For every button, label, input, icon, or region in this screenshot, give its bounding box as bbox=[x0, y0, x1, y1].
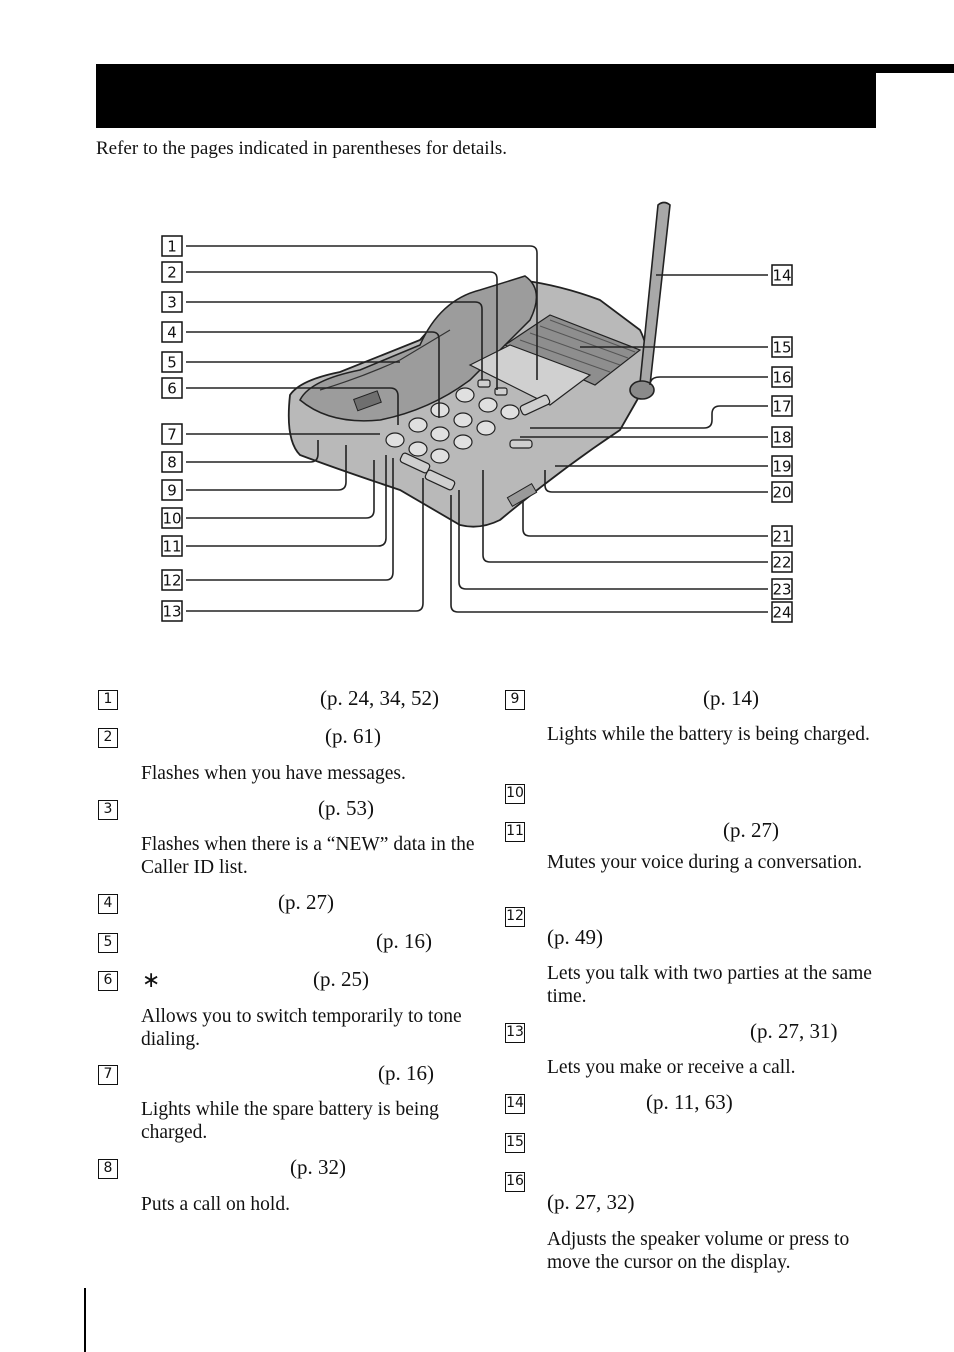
page-reference: (p. 49) bbox=[547, 925, 603, 949]
svg-text:3: 3 bbox=[167, 294, 177, 312]
page-reference: (p. 32) bbox=[290, 1155, 346, 1179]
item-number-13: 13 bbox=[505, 1023, 525, 1043]
callout-right-19: 19 bbox=[771, 455, 793, 477]
section-header-bar bbox=[96, 64, 876, 128]
callout-left-3: 3 bbox=[161, 291, 183, 313]
svg-text:14: 14 bbox=[772, 267, 791, 285]
page-reference: (p. 27) bbox=[278, 890, 334, 914]
callout-left-11: 11 bbox=[161, 535, 183, 557]
item-description: Allows you to switch temporarily to tone… bbox=[141, 1006, 462, 1050]
svg-text:1: 1 bbox=[167, 238, 177, 256]
item-number-1: 1 bbox=[98, 690, 118, 710]
callout-right-14: 14 bbox=[771, 264, 793, 286]
callout-right-17: 17 bbox=[771, 395, 793, 417]
callout-right-23: 23 bbox=[771, 578, 793, 600]
item-number-3: 3 bbox=[98, 800, 118, 820]
callout-left-1: 1 bbox=[161, 235, 183, 257]
section-tab-marker bbox=[876, 64, 954, 73]
svg-text:5: 5 bbox=[167, 354, 177, 372]
callout-right-22: 22 bbox=[771, 551, 793, 573]
svg-text:18: 18 bbox=[772, 429, 791, 447]
svg-text:24: 24 bbox=[772, 604, 791, 622]
callout-right-18: 18 bbox=[771, 426, 793, 448]
svg-text:9: 9 bbox=[167, 482, 177, 500]
item-number-2: 2 bbox=[98, 728, 118, 748]
page-reference: (p. 16) bbox=[376, 929, 432, 953]
page-reference: (p. 27, 31) bbox=[750, 1019, 838, 1043]
svg-text:19: 19 bbox=[772, 458, 791, 476]
callout-left-10: 10 bbox=[161, 507, 183, 529]
page-reference: (p. 53) bbox=[318, 796, 374, 820]
svg-text:21: 21 bbox=[772, 528, 791, 546]
svg-text:8: 8 bbox=[167, 454, 177, 472]
callout-right-20: 20 bbox=[771, 481, 793, 503]
svg-text:15: 15 bbox=[772, 339, 791, 357]
page-reference: (p. 25) bbox=[313, 967, 369, 991]
svg-text:10: 10 bbox=[162, 510, 181, 528]
page-reference: (p. 27, 32) bbox=[547, 1190, 635, 1214]
item-number-15: 15 bbox=[505, 1133, 525, 1153]
svg-text:13: 13 bbox=[162, 603, 181, 621]
item-description: Lets you talk with two parties at the sa… bbox=[547, 963, 872, 1007]
callout-left-4: 4 bbox=[161, 321, 183, 343]
callout-left-8: 8 bbox=[161, 451, 183, 473]
asterisk-key-icon: ∗ bbox=[142, 968, 161, 993]
svg-text:4: 4 bbox=[167, 324, 177, 342]
item-number-6: 6 bbox=[98, 971, 118, 991]
item-number-10: 10 bbox=[505, 784, 525, 804]
callout-left-6: 6 bbox=[161, 377, 183, 399]
callout-left-2: 2 bbox=[161, 261, 183, 283]
page-reference: (p. 27) bbox=[723, 818, 779, 842]
svg-text:23: 23 bbox=[772, 581, 791, 599]
svg-text:7: 7 bbox=[167, 426, 177, 444]
callout-left-7: 7 bbox=[161, 423, 183, 445]
item-description: Puts a call on hold. bbox=[141, 1194, 290, 1215]
svg-text:6: 6 bbox=[167, 380, 177, 398]
leader-lines bbox=[186, 245, 768, 613]
svg-text:17: 17 bbox=[772, 398, 791, 416]
item-description: Adjusts the speaker volume or press to m… bbox=[547, 1229, 850, 1273]
callout-right-24: 24 bbox=[771, 601, 793, 623]
svg-text:16: 16 bbox=[772, 369, 791, 387]
item-number-9: 9 bbox=[505, 690, 525, 710]
page-reference: (p. 11, 63) bbox=[646, 1090, 733, 1114]
item-number-4: 4 bbox=[98, 894, 118, 914]
svg-text:11: 11 bbox=[162, 538, 181, 556]
item-number-16: 16 bbox=[505, 1172, 525, 1192]
item-description: Flashes when there is a “NEW” data in th… bbox=[141, 834, 475, 878]
svg-text:2: 2 bbox=[167, 264, 177, 282]
item-number-11: 11 bbox=[505, 822, 525, 842]
svg-text:12: 12 bbox=[162, 572, 181, 590]
page-reference: (p. 16) bbox=[378, 1061, 434, 1085]
item-description: Mutes your voice during a conversation. bbox=[547, 852, 863, 873]
item-number-5: 5 bbox=[98, 933, 118, 953]
item-description: Lights while the spare battery is being … bbox=[141, 1099, 439, 1143]
item-number-8: 8 bbox=[98, 1159, 118, 1179]
callout-right-16: 16 bbox=[771, 366, 793, 388]
item-description: Lets you make or receive a call. bbox=[547, 1057, 796, 1078]
page-reference: (p. 14) bbox=[703, 686, 759, 710]
item-number-14: 14 bbox=[505, 1094, 525, 1114]
intro-text: Refer to the pages indicated in parenthe… bbox=[96, 138, 507, 159]
svg-text:20: 20 bbox=[772, 484, 791, 502]
phone-illustration bbox=[287, 201, 671, 528]
svg-text:22: 22 bbox=[772, 554, 791, 572]
page-margin-line bbox=[84, 1288, 86, 1352]
item-number-12: 12 bbox=[505, 907, 525, 927]
page-reference: (p. 61) bbox=[325, 724, 381, 748]
callout-left-9: 9 bbox=[161, 479, 183, 501]
item-description: Lights while the battery is being charge… bbox=[547, 724, 870, 745]
callout-left-12: 12 bbox=[161, 569, 183, 591]
callout-right-15: 15 bbox=[771, 336, 793, 358]
callout-left-5: 5 bbox=[161, 351, 183, 373]
item-description: Flashes when you have messages. bbox=[141, 763, 406, 784]
page-reference: (p. 24, 34, 52) bbox=[320, 686, 439, 710]
item-number-7: 7 bbox=[98, 1065, 118, 1085]
callout-left-13: 13 bbox=[161, 600, 183, 622]
callout-right-21: 21 bbox=[771, 525, 793, 547]
